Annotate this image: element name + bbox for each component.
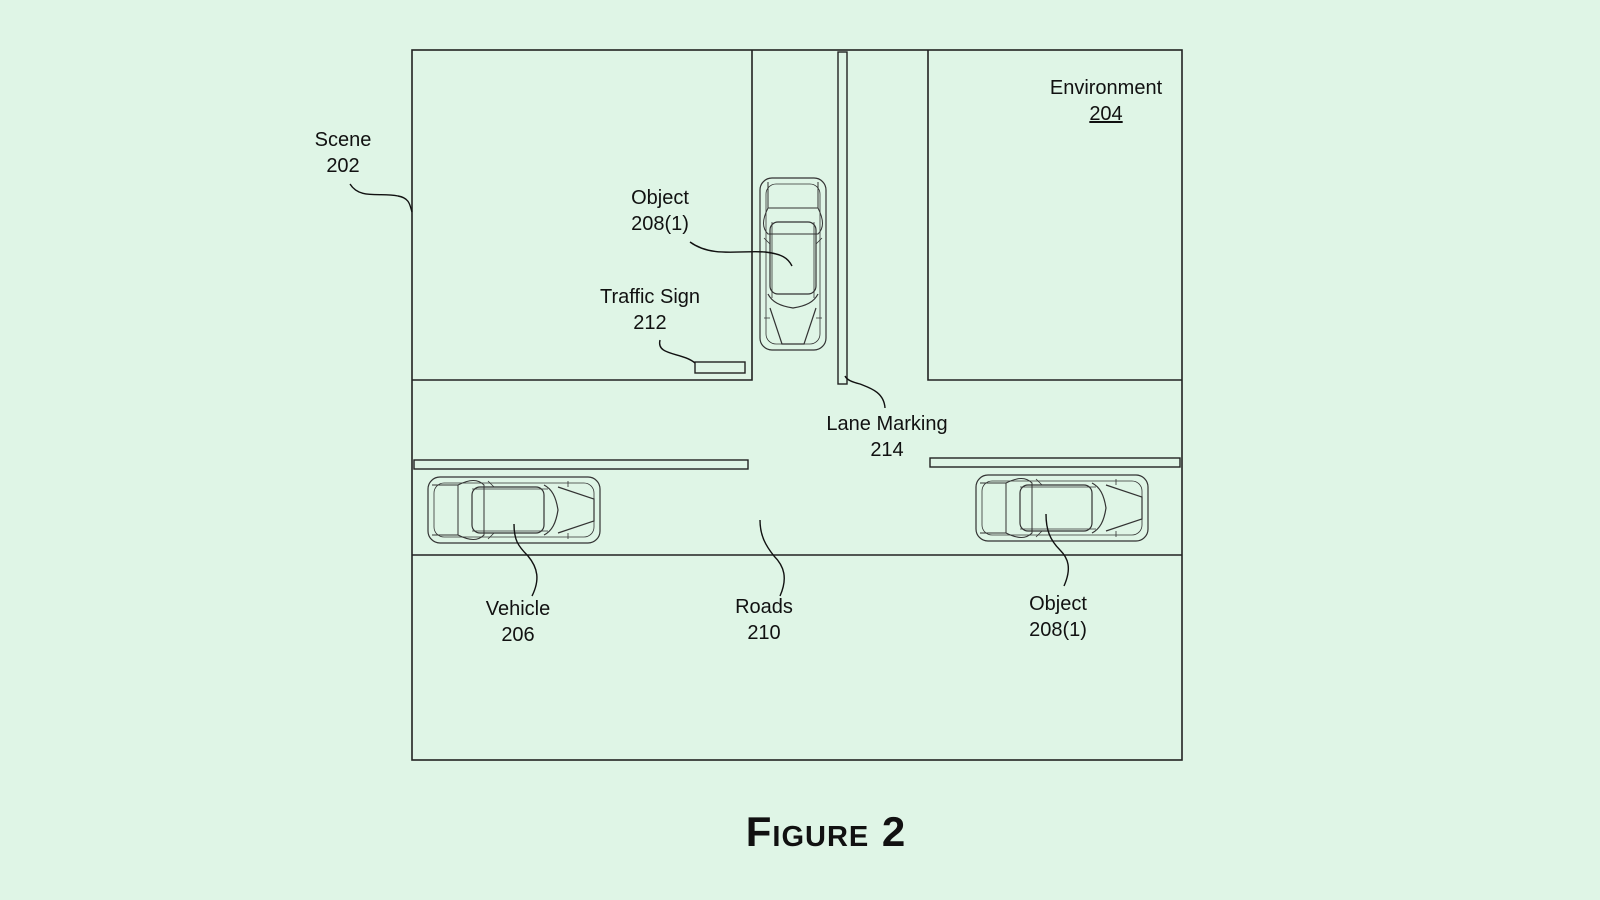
figure-caption: Figure 2 [745, 808, 907, 855]
traffic-sign [694, 361, 746, 374]
scene-boundary [411, 49, 1183, 761]
object-right-label-name: Object [1029, 593, 1087, 615]
object-car-top [759, 177, 827, 351]
environment-label: Environment 204 [1050, 75, 1162, 127]
scene-label: Scene 202 [315, 127, 372, 179]
vehicle-label-name: Vehicle [485, 598, 551, 620]
vehicle-label: Vehicle 206 [486, 596, 551, 648]
traffic-sign-label: Traffic Sign 212 [600, 284, 700, 336]
object-right-label: Object 208(1) [1029, 591, 1087, 643]
object-top-label-name: Object [631, 187, 689, 209]
scene-label-number: 202 [326, 155, 360, 177]
roads [412, 50, 1182, 556]
roads-label-number: 210 [747, 622, 781, 644]
vehicle-label-number: 206 [501, 624, 535, 646]
traffic-sign-label-name: Traffic Sign [599, 286, 701, 308]
roads-label: Roads 210 [735, 594, 793, 646]
leader-lines [349, 183, 1070, 597]
object-top-label-number: 208(1) [631, 213, 689, 235]
traffic-sign-label-number: 212 [633, 312, 667, 334]
lane-marking-label: Lane Marking 214 [826, 411, 947, 463]
scene-label-name: Scene [314, 129, 372, 151]
lane-marking-label-name: Lane Marking [826, 413, 948, 435]
environment-label-name: Environment [1049, 77, 1163, 99]
object-right-label-number: 208(1) [1029, 619, 1087, 641]
object-car-right [975, 474, 1149, 542]
lane-marking-label-number: 214 [870, 439, 904, 461]
lane-marking [413, 51, 1181, 470]
object-top-label: Object 208(1) [631, 185, 689, 237]
environment-label-number: 204 [1089, 103, 1123, 125]
roads-label-name: Roads [735, 596, 793, 618]
